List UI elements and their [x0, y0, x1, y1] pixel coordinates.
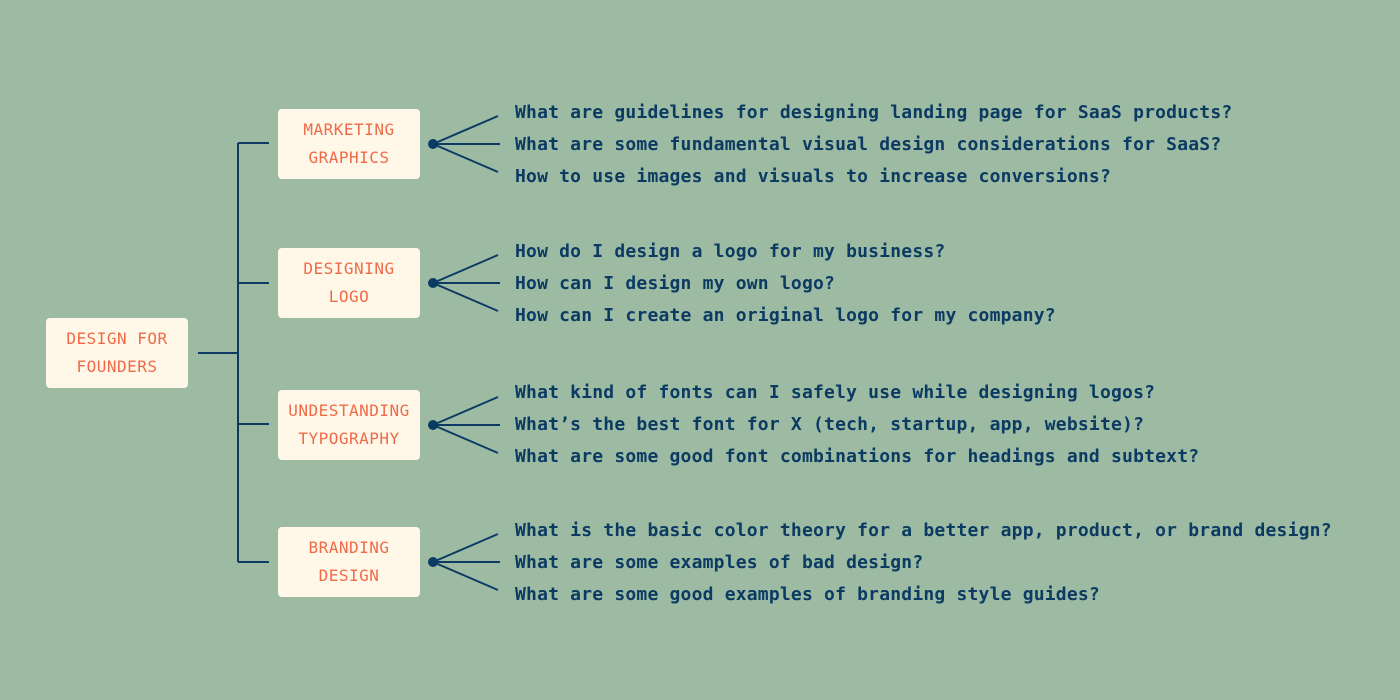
- branch-label-line2: DESIGN: [318, 566, 380, 585]
- question-item: What are some fundamental visual design …: [515, 134, 1222, 155]
- branch-node-marketing-graphics: MARKETING GRAPHICS: [278, 109, 420, 179]
- branch-node-branding-design: BRANDING DESIGN: [278, 527, 420, 597]
- question-item: What are some good examples of branding …: [515, 584, 1100, 605]
- question-item: How can I design my own logo?: [515, 273, 836, 294]
- root-label-line2: FOUNDERS: [76, 357, 158, 376]
- question-item: How do I design a logo for my business?: [515, 241, 946, 262]
- branch-label-line1: BRANDING: [308, 538, 390, 557]
- branch-node-understanding-typography: UNDESTANDING TYPOGRAPHY: [278, 390, 420, 460]
- question-item: What is the basic color theory for a bet…: [515, 520, 1332, 541]
- question-item: How can I create an original logo for my…: [515, 305, 1056, 326]
- root-label-line1: DESIGN FOR: [66, 329, 168, 348]
- branch-label-line1: MARKETING: [303, 120, 395, 139]
- branch-label-line2: GRAPHICS: [308, 148, 390, 167]
- branch-label-line1: DESIGNING: [303, 259, 395, 278]
- question-item: What kind of fonts can I safely use whil…: [515, 382, 1156, 403]
- question-item: How to use images and visuals to increas…: [515, 166, 1111, 187]
- branch-node-designing-logo: DESIGNING LOGO: [278, 248, 420, 318]
- question-item: What’s the best font for X (tech, startu…: [515, 414, 1145, 435]
- question-item: What are guidelines for designing landin…: [515, 102, 1233, 123]
- question-item: What are some examples of bad design?: [515, 552, 924, 573]
- branch-label-line2: LOGO: [328, 287, 370, 306]
- root-node: DESIGN FOR FOUNDERS: [46, 318, 188, 388]
- branch-label-line2: TYPOGRAPHY: [298, 429, 400, 448]
- branch-label-line1: UNDESTANDING: [288, 401, 410, 420]
- question-item: What are some good font combinations for…: [515, 446, 1200, 467]
